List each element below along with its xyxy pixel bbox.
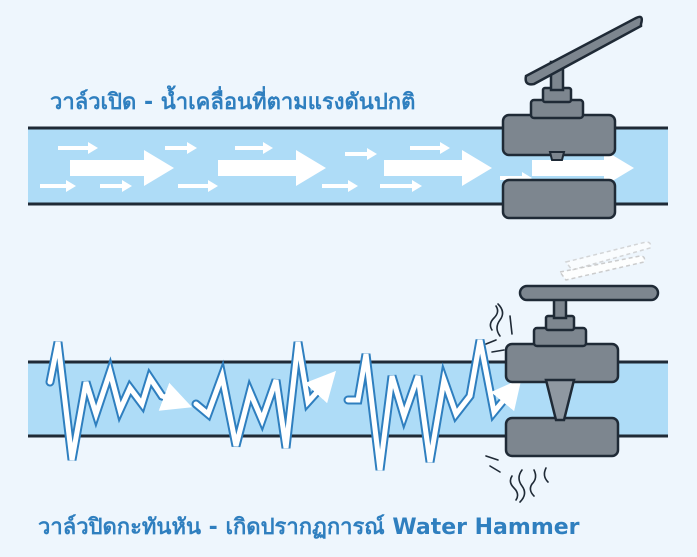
open-valve-caption: วาล์วเปิด - น้ำเคลื่อนที่ตามแรงดันปกติ — [50, 90, 416, 115]
valve-lever-icon — [524, 15, 644, 86]
flow-arrows-icon — [40, 142, 634, 192]
closed-valve-caption: วาล์วปิดกะทันหัน - เกิดปรากฏการณ์ Water … — [38, 515, 580, 540]
closed-valve — [504, 241, 660, 458]
zigzag-shockwave-icon — [45, 339, 522, 471]
valve-lever-icon — [518, 284, 660, 302]
open-valve — [501, 15, 644, 220]
vibration-lines-icon — [485, 303, 549, 503]
